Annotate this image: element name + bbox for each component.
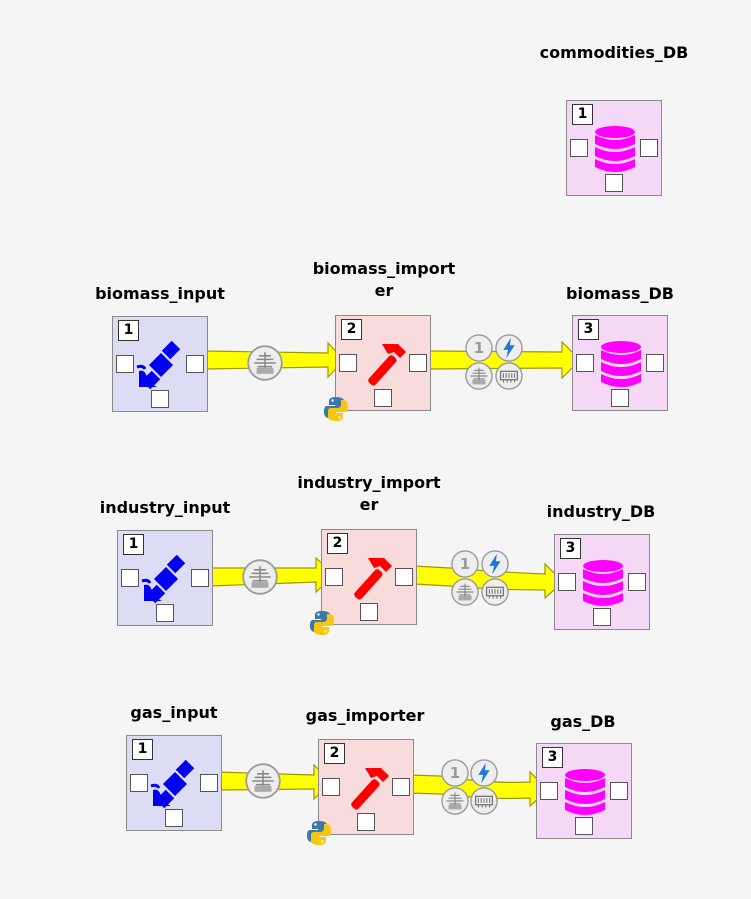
- bottom-port[interactable]: [593, 608, 611, 626]
- node-rank: 3: [560, 538, 581, 559]
- bottom-port[interactable]: [357, 813, 375, 831]
- bottom-port[interactable]: [605, 174, 623, 192]
- output-port[interactable]: [186, 355, 204, 373]
- tree-filter-icon[interactable]: [242, 559, 278, 595]
- bottom-port[interactable]: [360, 603, 378, 621]
- node-industry-db[interactable]: 3: [554, 534, 650, 630]
- input-port[interactable]: [558, 573, 576, 591]
- node-label-biomass-db: biomass_DB: [566, 284, 674, 303]
- lightning-filter-icon[interactable]: [481, 550, 509, 578]
- python-icon[interactable]: [306, 820, 332, 846]
- node-gas-input[interactable]: 1: [126, 735, 222, 831]
- node-label-gas-db: gas_DB: [550, 712, 616, 731]
- node-gas-importer[interactable]: 2: [318, 739, 414, 835]
- node-label-commodities-db: commodities_DB: [539, 43, 689, 62]
- node-rank: 2: [327, 533, 348, 554]
- node-label-gas-input: gas_input: [130, 703, 218, 722]
- database-icon: [583, 560, 623, 606]
- node-biomass-importer[interactable]: 2: [335, 315, 431, 411]
- node-rank: 1: [118, 320, 139, 341]
- tree-filter-icon[interactable]: [245, 763, 281, 799]
- lightning-filter-icon[interactable]: [470, 759, 498, 787]
- satellite-icon: [149, 758, 196, 810]
- node-label-biomass-importer: biomass_importer: [312, 259, 456, 300]
- memory-filter-icon[interactable]: [495, 362, 523, 390]
- bottom-port[interactable]: [165, 809, 183, 827]
- bottom-port[interactable]: [151, 390, 169, 408]
- database-icon: [565, 769, 605, 815]
- hammer-icon: [352, 558, 392, 601]
- node-label-biomass-input: biomass_input: [95, 284, 225, 303]
- bottom-port[interactable]: [156, 604, 174, 622]
- database-icon: [595, 126, 635, 172]
- node-rank: 1: [123, 534, 144, 555]
- input-port[interactable]: [322, 778, 340, 796]
- hammer-icon: [366, 344, 406, 387]
- tree-filter-icon[interactable]: [441, 787, 469, 815]
- node-rank: 2: [324, 743, 345, 764]
- database-icon: [601, 341, 641, 387]
- tree-filter-icon[interactable]: [451, 578, 479, 606]
- node-rank: 3: [542, 747, 563, 768]
- output-port[interactable]: [392, 778, 410, 796]
- badge-count: 1: [449, 764, 461, 782]
- output-port[interactable]: [200, 774, 218, 792]
- output-port[interactable]: [646, 354, 664, 372]
- input-port[interactable]: [540, 782, 558, 800]
- node-biomass-input[interactable]: 1: [112, 316, 208, 412]
- tree-filter-icon[interactable]: [247, 345, 283, 381]
- output-port[interactable]: [409, 354, 427, 372]
- bottom-port[interactable]: [611, 389, 629, 407]
- output-port[interactable]: [395, 568, 413, 586]
- input-port[interactable]: [339, 354, 357, 372]
- tree-filter-icon[interactable]: [465, 362, 493, 390]
- node-industry-input[interactable]: 1: [117, 530, 213, 626]
- memory-filter-icon[interactable]: [470, 787, 498, 815]
- bottom-port[interactable]: [575, 817, 593, 835]
- input-port[interactable]: [325, 568, 343, 586]
- output-port[interactable]: [610, 782, 628, 800]
- node-rank: 1: [572, 104, 593, 125]
- input-port[interactable]: [570, 139, 588, 157]
- input-port[interactable]: [121, 569, 139, 587]
- python-icon[interactable]: [309, 610, 335, 636]
- node-industry-importer[interactable]: 2: [321, 529, 417, 625]
- node-biomass-db[interactable]: 3: [572, 315, 668, 411]
- output-port[interactable]: [640, 139, 658, 157]
- satellite-icon: [140, 553, 187, 605]
- node-rank: 2: [341, 319, 362, 340]
- node-rank: 1: [132, 739, 153, 760]
- node-label-industry-importer: industry_importer: [297, 473, 441, 514]
- node-label-industry-input: industry_input: [99, 498, 231, 517]
- badge-count: 1: [473, 339, 485, 357]
- hammer-icon: [349, 768, 389, 811]
- node-label-industry-db: industry_DB: [546, 502, 656, 521]
- node-gas-db[interactable]: 3: [536, 743, 632, 839]
- bottom-port[interactable]: [374, 389, 392, 407]
- input-port[interactable]: [116, 355, 134, 373]
- lightning-filter-icon[interactable]: [495, 334, 523, 362]
- output-port[interactable]: [191, 569, 209, 587]
- python-icon[interactable]: [323, 396, 349, 422]
- node-commodities-db[interactable]: 1: [566, 100, 662, 196]
- input-port[interactable]: [576, 354, 594, 372]
- node-rank: 3: [578, 319, 599, 340]
- input-port[interactable]: [130, 774, 148, 792]
- output-port[interactable]: [628, 573, 646, 591]
- badge-count: 1: [459, 555, 471, 573]
- satellite-icon: [135, 339, 182, 391]
- node-label-gas-importer: gas_importer: [305, 706, 425, 725]
- memory-filter-icon[interactable]: [481, 578, 509, 606]
